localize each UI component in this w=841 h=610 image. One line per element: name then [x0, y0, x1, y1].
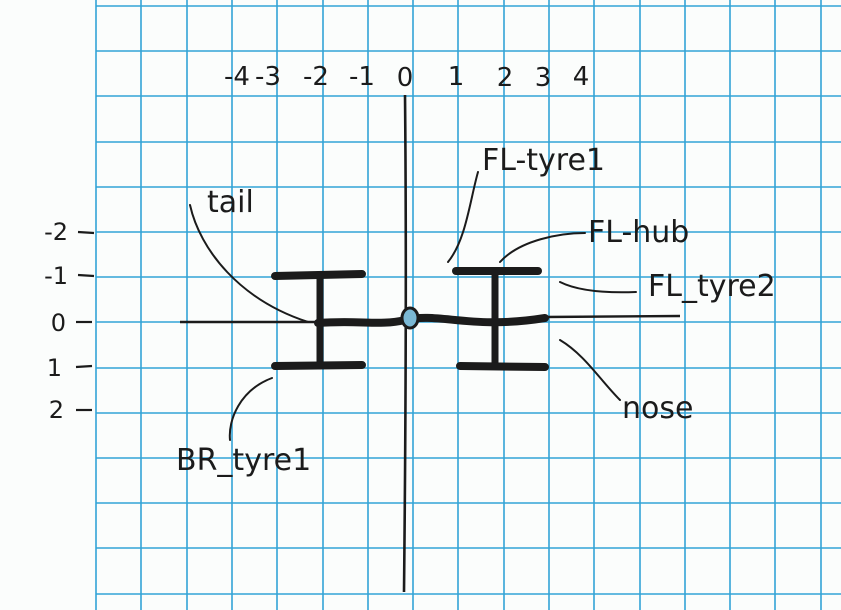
y-tick-mark	[77, 273, 95, 278]
y-axis-tick-marks	[75, 230, 95, 412]
label-br-tyre1: BR_tyre1	[176, 443, 311, 478]
tail-leader	[189, 204, 309, 323]
y-tick-label: 0	[51, 309, 66, 337]
x-tick-label: -2	[303, 62, 329, 92]
x-tick-label: -1	[349, 62, 375, 92]
label-fl-hub: FL-hub	[588, 215, 689, 250]
y-tick-mark	[77, 230, 95, 235]
x-tick-label: -4	[224, 62, 250, 92]
nose-leader	[559, 339, 621, 401]
x-axis-tick-labels: -4 -3 -2 -1 0 1 2 3 4	[224, 62, 589, 93]
label-tail: tail	[207, 185, 254, 220]
y-tick-label: -1	[44, 262, 68, 290]
label-nose: nose	[622, 391, 693, 426]
horizontal-axis-line	[180, 314, 681, 324]
x-tick-label: 4	[573, 62, 590, 92]
center-hub	[400, 306, 420, 330]
axle-assembly	[271, 267, 549, 371]
y-axis-tick-labels: -2 -1 0 1 2	[44, 218, 68, 424]
rear-tyre-bottom	[271, 361, 366, 370]
leader-lines	[189, 171, 637, 441]
x-tick-label: 2	[497, 63, 514, 93]
x-tick-label: 0	[397, 63, 414, 93]
label-fl-tyre1: FL-tyre1	[482, 143, 605, 178]
fl-hub-leader	[499, 232, 586, 263]
y-tick-mark	[75, 364, 93, 369]
br-tyre1-leader	[228, 377, 273, 441]
rear-tyre-top	[271, 270, 366, 280]
y-tick-label: -2	[44, 218, 68, 246]
y-tick-label: 1	[47, 354, 62, 382]
label-fl-tyre2: FL_tyre2	[648, 269, 776, 304]
x-tick-label: 3	[535, 63, 552, 93]
y-tick-label: 2	[49, 396, 64, 424]
x-tick-label: -3	[255, 62, 281, 92]
x-tick-label: 1	[448, 62, 465, 92]
fl-tyre1-leader	[447, 171, 479, 263]
annotation-labels: tail FL-tyre1 FL-hub FL_tyre2 nose BR_ty…	[176, 143, 776, 478]
fl-tyre2-leader	[559, 281, 637, 294]
front-tyre-bottom	[456, 362, 549, 371]
